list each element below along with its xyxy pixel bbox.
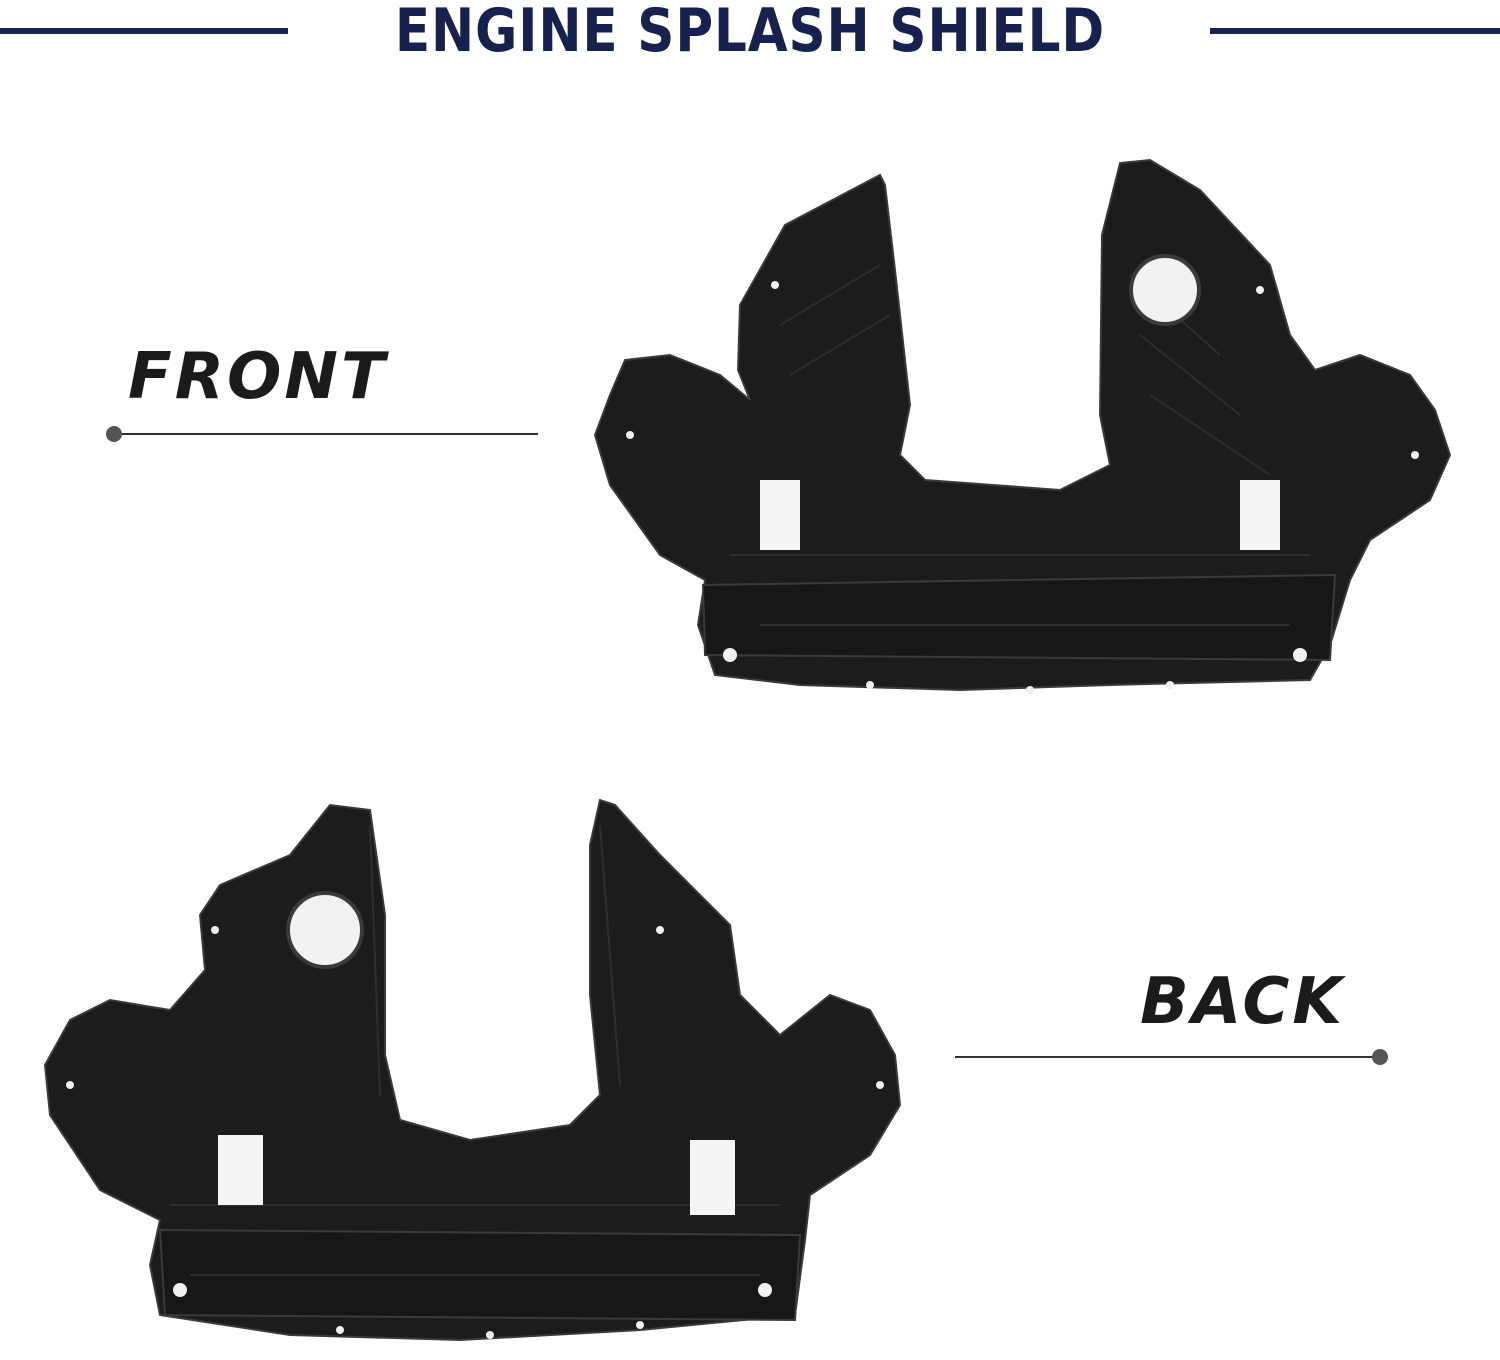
- back-label: BACK: [1140, 965, 1345, 1039]
- front-leader-line: [114, 433, 538, 435]
- back-leader-line: [955, 1056, 1380, 1058]
- page-title: ENGINE SPLASH SHIELD: [394, 0, 1106, 66]
- front-leader-dot: [106, 426, 122, 442]
- title-rule-right: [1210, 28, 1500, 34]
- front-label: FRONT: [128, 340, 388, 414]
- title-rule-left: [0, 28, 288, 34]
- back-shield-image: [43, 798, 902, 1342]
- back-leader-dot: [1372, 1049, 1388, 1065]
- front-shield-image: [593, 158, 1452, 694]
